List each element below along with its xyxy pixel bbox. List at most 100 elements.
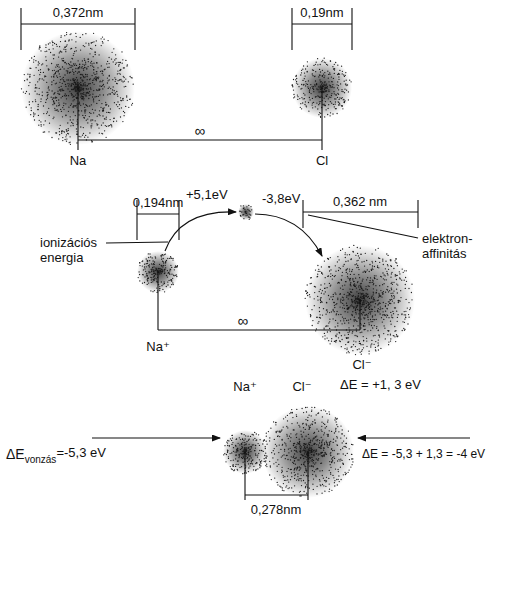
stipple-dot [147,280,148,281]
stipple-dot [72,83,73,84]
stipple-dot [148,277,149,278]
stipple-dot [104,118,105,119]
stipple-dot [365,310,366,311]
stipple-dot [114,94,115,95]
stipple-dot [96,89,97,90]
stipple-dot [342,248,343,249]
stipple-dot [322,314,323,315]
stipple-dot [378,311,379,312]
stipple-dot [72,123,73,124]
stipple-dot [143,269,144,270]
stipple-dot [345,344,346,345]
stipple-dot [162,270,163,271]
stipple-dot [349,80,350,81]
stipple-dot [85,42,86,43]
stipple-dot [56,46,57,47]
stipple-dot [66,95,67,96]
stipple-dot [249,217,250,218]
stipple-dot [159,272,160,273]
stipple-dot [334,307,335,308]
stipple-dot [368,353,369,354]
stipple-dot [104,86,105,87]
stipple-dot [84,65,85,66]
stipple-dot [52,54,53,55]
stipple-dot [242,214,243,215]
stipple-dot [60,51,61,52]
stipple-dot [48,69,49,70]
stipple-dot [73,78,74,79]
stipple-dot [372,321,373,322]
stipple-dot [316,84,317,85]
stipple-dot [92,65,93,66]
stipple-dot [72,100,73,101]
stipple-dot [171,280,172,281]
stipple-dot [155,270,156,271]
stipple-dot [335,94,336,95]
stipple-dot [324,87,325,88]
stipple-dot [339,104,340,105]
stipple-dot [105,102,106,103]
stipple-dot [307,66,308,67]
stipple-dot [246,213,247,214]
stipple-dot [397,292,398,293]
stipple-dot [347,305,348,306]
stipple-dot [82,98,83,99]
stipple-dot [335,62,336,63]
stipple-dot [364,299,365,300]
stipple-dot [79,66,80,67]
stipple-dot [352,269,353,270]
stipple-dot [124,67,125,68]
stipple-dot [103,107,104,108]
stipple-dot [293,89,294,90]
stipple-dot [338,102,339,103]
stipple-dot [65,114,66,115]
stipple-dot [346,305,347,306]
stipple-dot [360,254,361,255]
stipple-dot [383,325,384,326]
stipple-dot [59,73,60,74]
stipple-dot [77,85,78,86]
stipple-dot [171,280,172,281]
stipple-dot [130,98,131,99]
stipple-dot [301,84,302,85]
stipple-dot [397,317,398,318]
stipple-dot [328,91,329,92]
stipple-dot [296,75,297,76]
stipple-dot [55,96,56,97]
stipple-dot [84,112,85,113]
stipple-dot [154,290,155,291]
stipple-dot [173,275,174,276]
stipple-dot [405,317,406,318]
stipple-dot [117,94,118,95]
stipple-dot [340,250,341,251]
stipple-dot [369,286,370,287]
stipple-dot [35,87,36,88]
stipple-dot [75,83,76,84]
stipple-dot [335,326,336,327]
stipple-dot [66,79,67,80]
stipple-dot [296,82,297,83]
stipple-dot [37,109,38,110]
stipple-dot [96,78,97,79]
stipple-dot [328,98,329,99]
stipple-dot [29,104,30,105]
stipple-dot [33,116,34,117]
stipple-dot [29,76,30,77]
stipple-dot [155,269,156,270]
stipple-dot [355,310,356,311]
stipple-dot [88,88,89,89]
stipple-dot [368,313,369,314]
stipple-dot [344,311,345,312]
stipple-dot [330,331,331,332]
stipple-dot [29,68,30,69]
stipple-dot [80,74,81,75]
stipple-dot [347,341,348,342]
stipple-dot [139,262,140,263]
stipple-dot [75,115,76,116]
stipple-dot [69,72,70,73]
stipple-dot [329,266,330,267]
stipple-dot [334,98,335,99]
stipple-dot [119,108,120,109]
stipple-dot [148,282,149,283]
stipple-dot [80,37,81,38]
